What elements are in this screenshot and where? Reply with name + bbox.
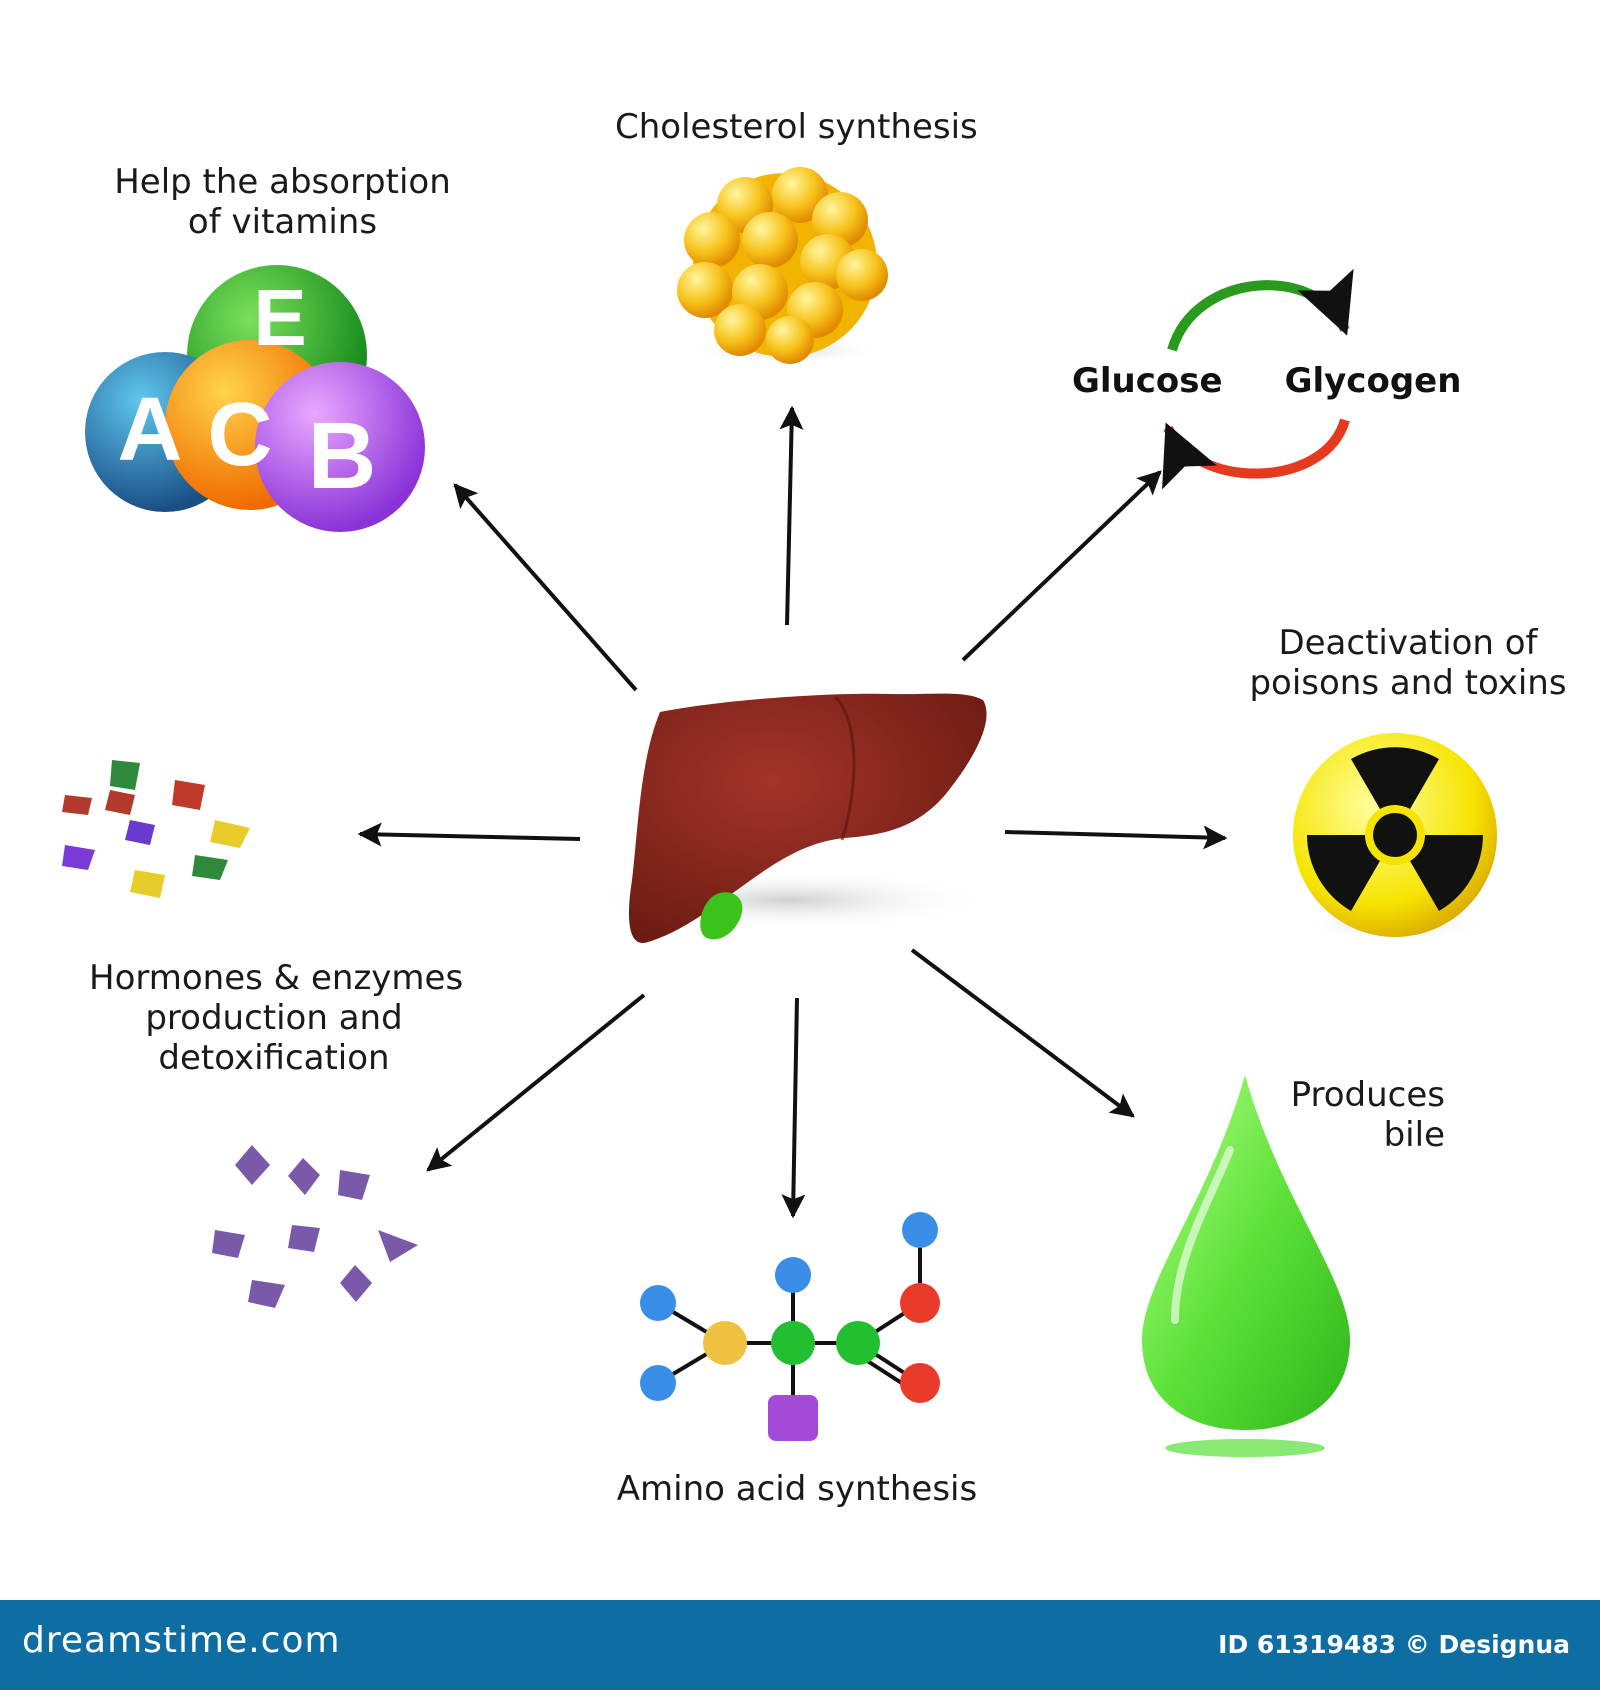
- arrow-to-crystals: [426, 993, 646, 1172]
- vitamin-letter-a: A: [118, 380, 183, 480]
- toxins-label: Deactivation of poisons and toxins: [1243, 623, 1573, 703]
- bile-label: Produces bile: [1270, 1075, 1445, 1155]
- amino-label: Amino acid synthesis: [616, 1469, 978, 1509]
- hormones-label: Hormones & enzymes production and detoxi…: [89, 958, 464, 1078]
- arrows: [357, 405, 1228, 1219]
- footer-bar: dreamstime.com ID 61319483 © Designua: [0, 1600, 1600, 1690]
- radiation-icon: [1293, 733, 1497, 940]
- cholesterol-cluster-icon: [677, 167, 888, 364]
- vitamins-icon: E A C B: [85, 265, 425, 532]
- vitamins-label-line-2: of vitamins: [187, 202, 378, 242]
- arrow-to-cholesterol: [779, 405, 804, 626]
- footer-site-name[interactable]: dreamstime.com: [22, 1620, 341, 1661]
- purple-crystals-icon: [212, 1145, 418, 1308]
- footer-image-id: ID 61319483 © Designua: [1218, 1630, 1570, 1659]
- glucose-label: Glucose: [1072, 361, 1223, 401]
- cholesterol-label: Cholesterol synthesis: [615, 107, 978, 147]
- vitamins-label-line-1: Help the absorption: [114, 162, 451, 202]
- bile-drop-icon: [1142, 1075, 1350, 1457]
- hormones-label-line-1: Hormones & enzymes: [89, 958, 464, 998]
- toxins-label-line-2: poisons and toxins: [1249, 663, 1567, 703]
- arrow-to-glycogen: [961, 470, 1162, 662]
- vitamin-letter-c: C: [208, 385, 273, 485]
- hormone-crystals-icon: [62, 760, 250, 898]
- vitamin-letter-b: B: [308, 403, 377, 509]
- hormones-label-line-2: production and: [145, 998, 403, 1038]
- arrow-to-hormones: [357, 822, 581, 847]
- toxins-label-line-1: Deactivation of: [1278, 623, 1538, 663]
- vitamin-letter-e: E: [253, 273, 306, 362]
- arrow-to-amino: [781, 997, 806, 1219]
- liver-icon: [590, 693, 990, 943]
- arrow-to-vitamins: [453, 483, 638, 692]
- vitamins-label: Help the absorption of vitamins: [110, 162, 455, 242]
- glycogen-label: Glycogen: [1284, 361, 1462, 401]
- arrow-to-toxins: [1004, 825, 1228, 850]
- glucose-glycogen-cycle-icon: [1162, 268, 1354, 490]
- bile-label-line-1: Produces: [1290, 1075, 1445, 1115]
- amino-acid-molecule-icon: [640, 1212, 940, 1441]
- liver-functions-diagram: E A C B: [62, 167, 1497, 1457]
- bile-label-line-2: bile: [1383, 1115, 1445, 1155]
- gallbladder-icon: [700, 892, 743, 940]
- hormones-label-line-3: detoxification: [158, 1038, 390, 1078]
- arrow-to-bile: [910, 948, 1135, 1118]
